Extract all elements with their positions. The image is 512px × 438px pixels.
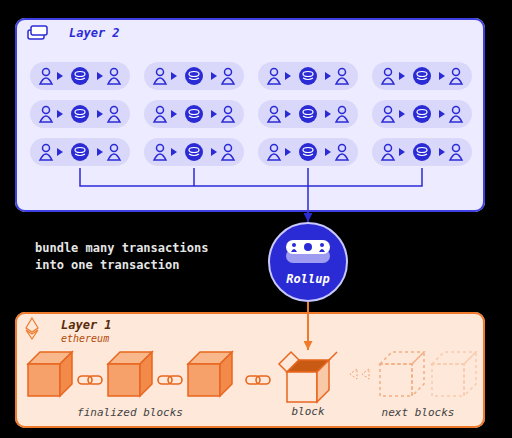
- node-subtitle: ethereum: [61, 333, 483, 346]
- transaction-pill: [30, 138, 130, 166]
- finalized-block-cubes: [28, 352, 232, 396]
- node-title: block: [274, 405, 342, 419]
- layer2-panel-fill: [15, 18, 485, 212]
- transaction-pill: [144, 138, 244, 166]
- rollup-circle-shape: [268, 222, 348, 302]
- next-block-ghosts: [350, 352, 476, 396]
- node-title: Rollup: [268, 272, 348, 287]
- node-title: Layer 1: [61, 318, 483, 333]
- rollup-circle: Rollup: [268, 222, 348, 302]
- transaction-pill: [372, 100, 472, 128]
- merge-bracket: [80, 168, 422, 212]
- connector-arrow: [307, 212, 309, 222]
- node-title: Layer 2: [69, 26, 483, 41]
- transaction-pill: [372, 138, 472, 166]
- block-box: block: [274, 350, 342, 420]
- transaction-pill: [144, 100, 244, 128]
- ethereum-icon: [26, 318, 38, 339]
- connector-arrow: [307, 302, 309, 350]
- open-block-shape: [278, 350, 338, 405]
- group-label: finalized blocks: [50, 405, 210, 420]
- group-label: next blocks: [353, 405, 483, 420]
- transaction-pill: [258, 138, 358, 166]
- caption-note: bundle many transactions into one transa…: [35, 240, 240, 274]
- transaction-pill: [258, 100, 358, 128]
- layer2-icon: [28, 26, 47, 39]
- transaction-pills: [30, 62, 472, 166]
- transaction-pill: [30, 62, 130, 90]
- transaction-pill: [30, 100, 130, 128]
- transaction-pill: [258, 62, 358, 90]
- transaction-pill: [144, 62, 244, 90]
- layer1-panel-fill: [15, 312, 485, 428]
- transaction-pill: [372, 62, 472, 90]
- layer-panel: Layer 2: [15, 18, 485, 212]
- chain-links: [78, 376, 270, 384]
